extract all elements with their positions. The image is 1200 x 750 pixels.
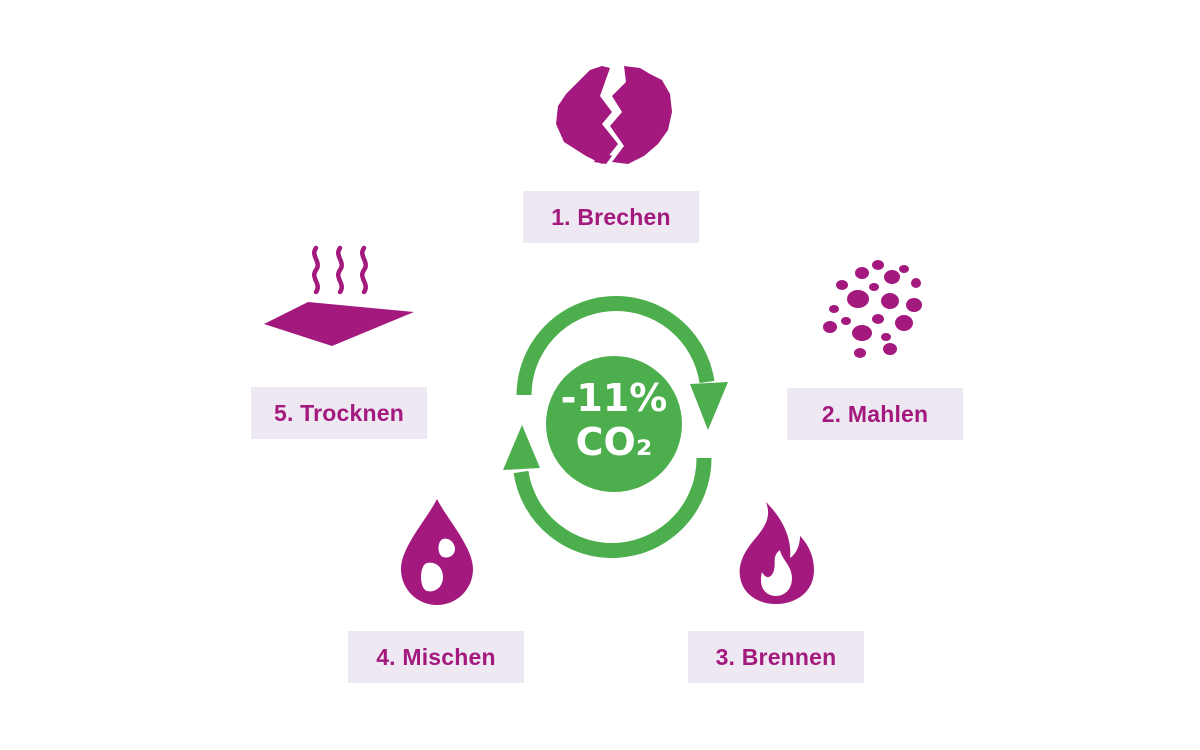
broken-rock-icon [552,60,682,171]
step-label-brennen: 3. Brennen [688,631,864,683]
cycle-arrow-bottom [513,457,712,558]
step-label-trocknen: 5. Trocknen [251,387,427,439]
cycle-arrow-top [516,296,715,396]
step-label-mischen: 4. Mischen [348,631,524,683]
co2-reduction-value: -11% [560,376,668,420]
cycle-arrowhead-left [503,425,540,470]
drying-slab-icon [262,240,418,353]
step-label-brechen: 1. Brechen [523,191,699,243]
ground-particles-icon [820,255,930,370]
co2-label: CO₂ [575,420,653,464]
water-drop-icon [397,497,477,612]
cycle-arrowhead-right [690,382,728,430]
step-label-mahlen: 2. Mahlen [787,388,963,440]
flame-icon [736,500,818,611]
co2-reduction-badge [546,356,682,492]
